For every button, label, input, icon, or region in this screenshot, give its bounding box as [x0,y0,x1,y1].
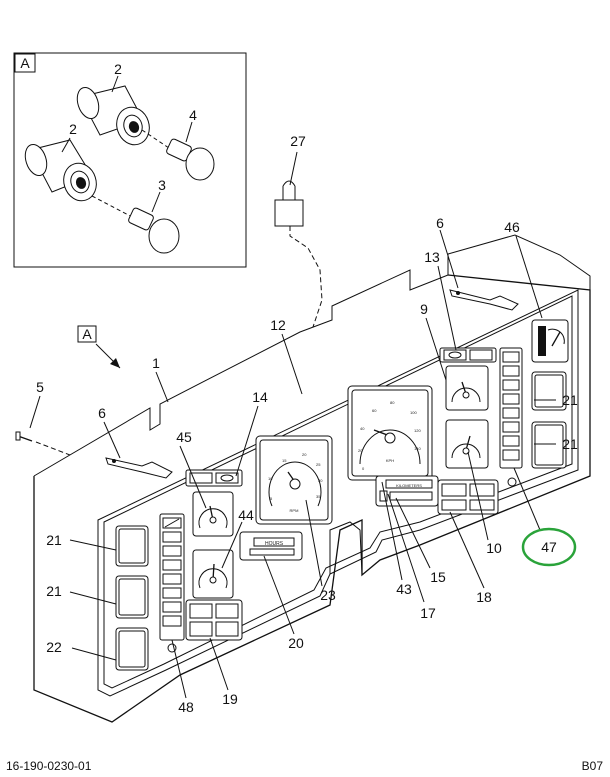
tach-tick: 25 [316,462,321,467]
leader [151,191,161,213]
callout-43: 43 [396,581,412,597]
instrument-panel: HOURS 5 10 15 20 25 30 35 RPM 0 [15,234,591,723]
socket-lower [24,139,97,202]
callout-2-lower: 2 [69,121,77,137]
panel-front-face [97,289,579,697]
speedo-tick: 40 [360,426,365,431]
callout-22: 22 [46,639,62,655]
callout-23: 23 [320,587,336,603]
speedo-tick: 100 [410,410,417,415]
indicator-column-48 [159,513,185,653]
bracket-6-right [449,289,519,311]
tach-tick: 10 [268,476,273,481]
callout-46: 46 [504,219,520,235]
bracket-6-left [105,457,173,479]
switch-blank-21-lower-right [531,421,567,469]
callout-15: 15 [430,569,446,585]
switch-row-18 [437,479,499,515]
callout-21-upper-left: 21 [46,532,62,548]
socket-upper [76,85,150,146]
callout-17: 17 [420,605,436,621]
leader-lines [29,229,556,699]
hours-label: HOURS [265,541,284,547]
highlight-circle-47 [521,527,577,567]
callout-12: 12 [270,317,286,333]
callout-6-left: 6 [98,405,106,421]
gauge-9 [445,365,489,411]
rpm-label: RPM [290,508,299,513]
indicator-column-47 [499,347,523,487]
inset-label-box [14,53,36,73]
callout-45: 45 [176,429,192,445]
switch-blank-21-upper-right [531,371,567,411]
leader [111,75,119,93]
callout-3: 3 [158,177,166,193]
gauge-46 [531,319,569,363]
speedo-tick: 0 [362,466,365,471]
leader [61,137,71,153]
tach-tick: 15 [282,458,287,463]
tach-tick: 35 [316,494,321,499]
callout-2-upper: 2 [114,61,122,77]
callout-5: 5 [36,379,44,395]
tach-tick: 5 [270,496,273,501]
indicator-pair-13 [439,347,497,363]
panel-top-edge [33,234,591,477]
switch-blank-21-mid-left [115,575,149,619]
callout-14: 14 [252,389,268,405]
connector-27 [274,151,323,331]
callout-20: 20 [288,635,304,651]
callout-6-right: 6 [436,215,444,231]
view-label-box [77,325,97,343]
callout-1: 1 [152,355,160,371]
tachometer-23: 5 10 15 20 25 30 35 RPM [255,435,333,525]
callout-48: 48 [178,699,194,715]
speedo-tick: 120 [414,428,421,433]
switch-blank-21-upper-left [115,525,149,567]
page-code: B07 [582,759,604,773]
speedo-tick: 20 [358,448,363,453]
screw-5 [15,431,71,456]
speedo-tick: 140 [414,446,421,451]
callout-18: 18 [476,589,492,605]
tach-tick: 30 [318,478,323,483]
panel-outline [33,274,591,723]
speedo-tick: 60 [372,408,377,413]
bulb-upper [141,129,215,181]
indicator-pair-14 [185,469,243,487]
callout-4: 4 [189,107,197,123]
tach-tick: 20 [302,452,307,457]
gauge-45 [192,491,234,537]
callout-9: 9 [420,301,428,317]
callout-19: 19 [222,691,238,707]
kph-label: KPH [386,458,394,463]
leader [185,121,193,143]
detail-a-inset: A [13,52,247,268]
view-label: A [82,326,92,342]
callout-47: 47 [541,539,557,555]
callout-21-upper-right: 21 [562,392,578,408]
hour-meter-20: HOURS [239,531,303,561]
kilometers-label: KILOMETERS [396,483,422,488]
callout-44: 44 [238,507,254,523]
callout-27: 27 [290,133,306,149]
speedo-tick: 80 [390,400,395,405]
callout-21-mid-left: 21 [46,583,62,599]
callout-10: 10 [486,540,502,556]
callouts: 27 6 46 13 12 9 1 5 6 14 45 21 21 44 21 … [36,133,578,715]
bulb-lower [91,195,180,254]
doc-number: 16-190-0230-01 [6,759,92,773]
inset-label: A [20,55,30,71]
callout-21-lower-right: 21 [562,436,578,452]
switch-row-19 [185,599,243,641]
switch-blank-22 [115,627,149,671]
callout-13: 13 [424,249,440,265]
gauge-10 [445,419,489,469]
gauge-44 [192,549,234,599]
speedometer-43: 0 20 40 60 80 100 120 140 KPH [347,385,433,481]
odometer-15: KILOMETERS [375,475,439,507]
